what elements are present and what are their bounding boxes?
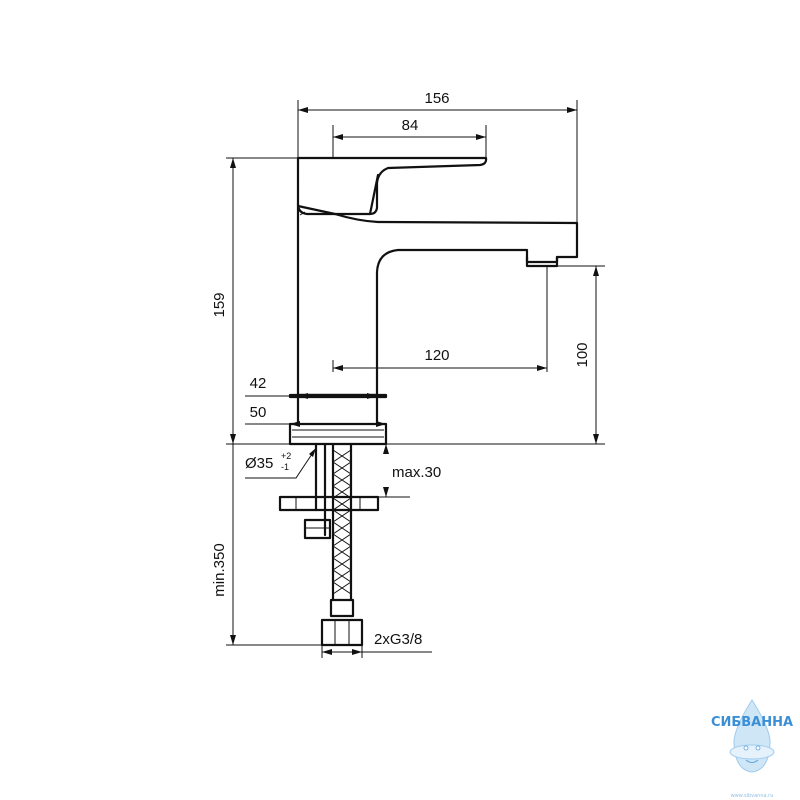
dim-overall-width: 156 (424, 90, 449, 107)
dim-base-width: 50 (250, 404, 267, 421)
dim-body-width: 42 (250, 375, 267, 392)
dim-hole-tol-minus: -1 (281, 462, 289, 472)
watermark-url: www.sibvanna.ru (731, 793, 774, 799)
dim-lever-length: 84 (402, 117, 419, 134)
dim-hose-length: min.350 (211, 543, 228, 596)
dim-height: 159 (211, 292, 228, 317)
watermark-logo: СИБВАННА www.sibvanna.ru (711, 699, 793, 799)
dimension-labels: 156 84 159 120 100 42 50 Ø35 +2 -1 max.3… (211, 90, 591, 648)
dim-max-thickness: max.30 (392, 464, 441, 481)
dim-spout-reach: 120 (424, 347, 449, 364)
dim-hole-diameter: Ø35 (245, 455, 273, 472)
dim-hole-tol-plus: +2 (281, 451, 291, 461)
dimension-lines (226, 100, 605, 658)
dim-outlet-height: 100 (574, 342, 591, 367)
dim-connection: 2xG3/8 (374, 631, 422, 648)
faucet-outline (278, 156, 579, 647)
watermark-brand: СИБВАННА (711, 715, 793, 730)
water-drop-icon (733, 699, 771, 773)
